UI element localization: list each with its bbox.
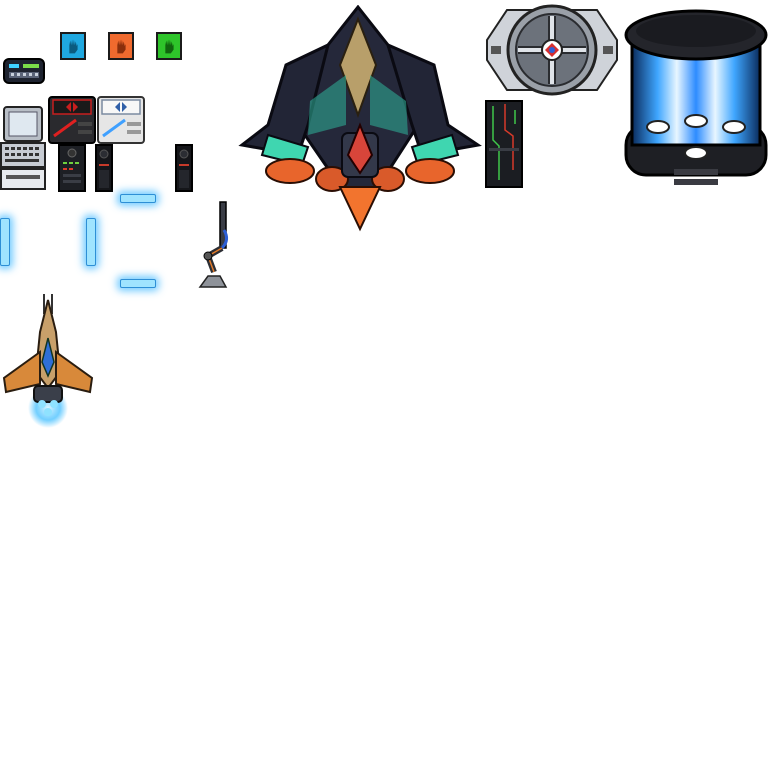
handprint-icon: [69, 39, 78, 54]
control-panel-white[interactable]: [97, 96, 145, 144]
robotic-arm-lamp[interactable]: [196, 200, 232, 290]
handprint-icon: [117, 39, 126, 54]
handprint-pad-green[interactable]: [156, 32, 182, 60]
handprint-pad-orange[interactable]: [108, 32, 134, 60]
circular-hatch-door[interactable]: [483, 0, 621, 98]
server-rack[interactable]: [58, 144, 86, 192]
forcefield-left: [0, 218, 10, 266]
circuit-wall-panel: [485, 100, 523, 188]
control-panel-red[interactable]: [48, 96, 96, 144]
forcefield-right: [86, 218, 96, 266]
wall-keypad[interactable]: [3, 58, 45, 84]
mothership[interactable]: [238, 5, 482, 233]
laptop-terminal[interactable]: [0, 105, 46, 191]
small-fighter-ship[interactable]: [0, 292, 96, 432]
forcefield-bottom: [120, 279, 156, 288]
handprint-icon: [165, 39, 174, 54]
forcefield-top: [120, 194, 156, 203]
handprint-pad-blue[interactable]: [60, 32, 86, 60]
speaker-tower-right: [175, 144, 193, 192]
cryo-teleporter-pod[interactable]: [624, 5, 768, 195]
speaker-tower-left: [95, 144, 113, 192]
